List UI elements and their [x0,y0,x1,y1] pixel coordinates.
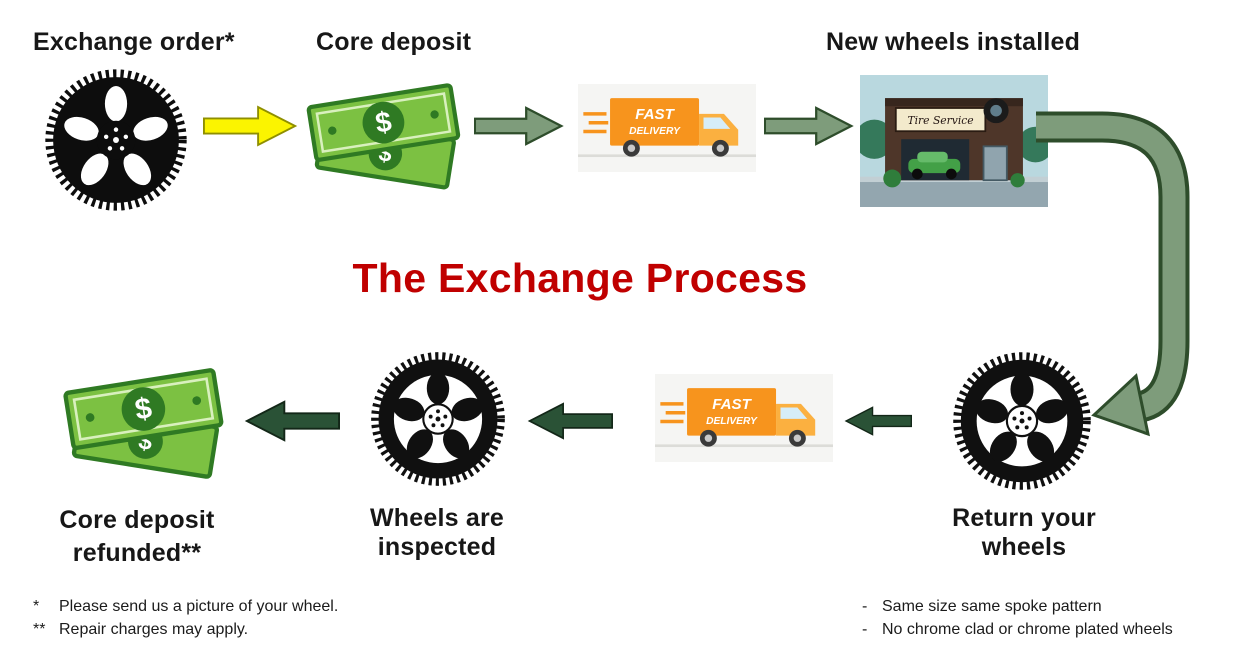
tire-shop-icon: Tire Service [860,75,1048,207]
wheels-are-inspected-label: Wheels are inspected [369,504,504,561]
footnote-line: - No chrome clad or chrome plated wheels [862,618,1173,641]
delivery-truck-icon: FAST DELIVERY [578,84,756,172]
footnote-marker: * [33,598,40,615]
money-icon: $ $ [295,64,473,206]
white-wheel-icon [950,349,1094,493]
footnote-text: Same size same spoke pattern [882,598,1102,615]
arrow-left-icon [527,398,613,444]
footnotes-left: * Please send us a picture of your wheel… [33,595,338,641]
curved-arrow-icon [1036,101,1218,453]
dollar-sign: $ [373,106,394,140]
delivery-truck-icon: FAST DELIVERY [655,374,833,462]
dollar-sign: $ [133,391,155,426]
diagram-title: The Exchange Process [352,255,808,301]
arrow-left-icon [844,398,912,444]
core-deposit-refunded-line2: refunded** [72,539,202,567]
footnote-marker: ** [33,621,46,638]
footnote-line: - Same size same spoke pattern [862,595,1173,618]
truck-text-delivery: DELIVERY [706,416,758,427]
truck-text-fast: FAST [635,106,675,123]
footnote-marker: - [862,598,868,615]
truck-text-delivery: DELIVERY [629,126,681,137]
footnote-line: ** Repair charges may apply. [33,618,338,641]
exchange-order-label: Exchange order* [33,28,235,56]
footnote-text: No chrome clad or chrome plated wheels [882,621,1173,638]
core-deposit-label: Core deposit [316,28,472,56]
money-icon: $ $ [52,348,236,496]
footnotes-right: - Same size same spoke pattern - No chro… [862,595,1173,641]
white-wheel-icon [368,349,508,489]
footnote-text: Please send us a picture of your wheel. [59,598,339,615]
arrow-right-icon [474,103,564,149]
arrow-right-yellow-icon [203,103,298,149]
truck-text-fast: FAST [712,396,752,413]
new-wheels-installed-label: New wheels installed [826,28,1081,56]
footnote-line: * Please send us a picture of your wheel… [33,595,338,618]
shop-sign-text: Tire Service [907,114,973,127]
footnote-text: Repair charges may apply. [59,621,249,638]
arrow-right-icon [764,103,854,149]
core-deposit-refunded-line1: Core deposit [59,506,215,534]
return-your-wheels-label: Return your wheels [952,504,1096,561]
core-deposit-refunded-label: Core deposit refunded** [28,504,246,570]
arrow-left-icon [244,398,340,444]
black-wheel-icon [42,66,190,214]
footnote-marker: - [862,621,868,638]
